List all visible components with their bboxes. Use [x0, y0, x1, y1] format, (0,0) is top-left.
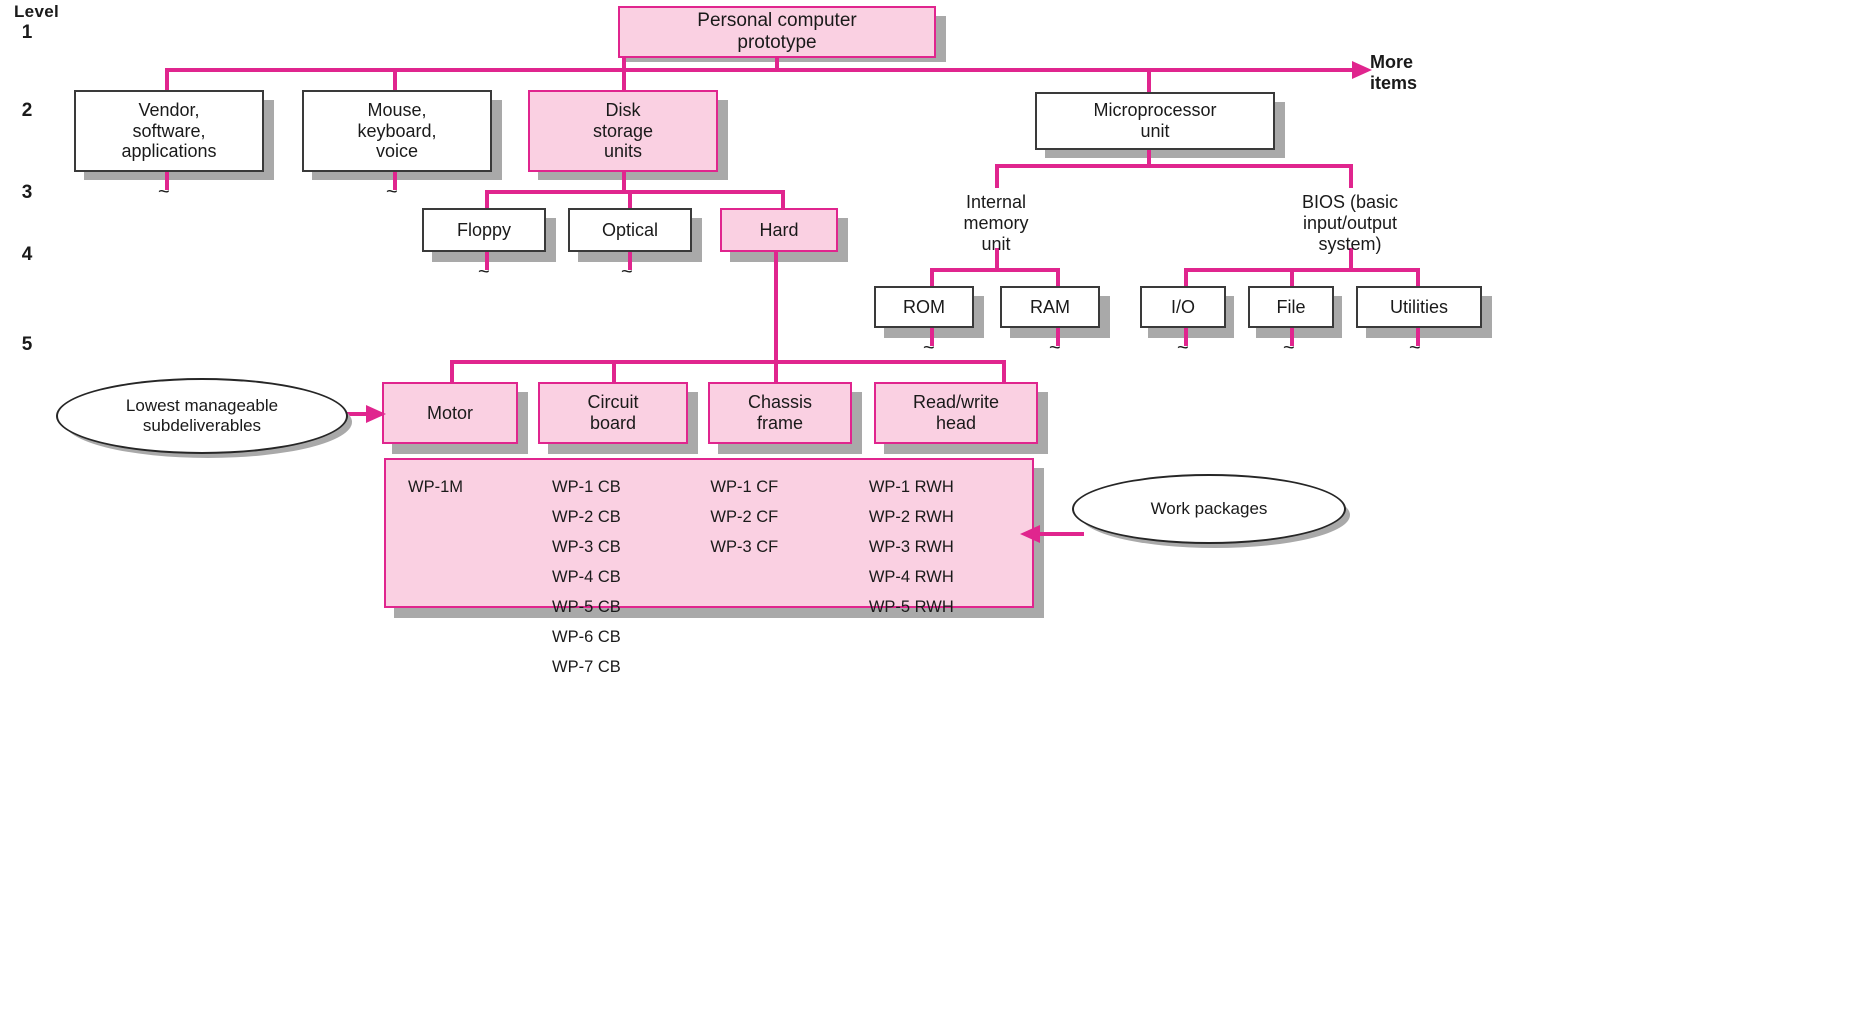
more-items-arrowhead [1352, 61, 1372, 79]
node-microprocessor-unit[interactable]: Microprocessor unit [1035, 92, 1275, 150]
wp-column-read-write-head: WP-1 RWH WP-2 RWH WP-3 RWH WP-4 RWH WP-5… [868, 478, 954, 617]
connector-io-continue [1184, 328, 1188, 346]
connector-drop-floppy [485, 190, 489, 210]
connector-ram-continue [1056, 328, 1060, 346]
connector-level5-bus [450, 360, 1006, 364]
connector-drop-motor [450, 360, 454, 384]
callout-lowest-manageable-subdeliverables[interactable]: Lowest manageable subdeliverables [56, 378, 348, 454]
level-number-1: 1 [21, 22, 33, 43]
connector-drop-microprocessor [1147, 68, 1151, 92]
node-read-write-head[interactable]: Read/write head [874, 382, 1038, 444]
continuation-tilde-floppy: ~ [478, 261, 490, 283]
connector-utilities-continue [1416, 328, 1420, 346]
connector-floppy-continue [485, 252, 489, 270]
node-floppy[interactable]: Floppy [422, 208, 546, 252]
connector-root-stem [775, 58, 779, 70]
continuation-tilde-ram: ~ [1049, 337, 1061, 359]
connector-drop-circuit-board [612, 360, 616, 384]
continuation-tilde-file: ~ [1283, 337, 1295, 359]
connector-micro-bus [995, 164, 1353, 168]
node-mouse-keyboard-voice[interactable]: Mouse, keyboard, voice [302, 90, 492, 172]
node-chassis-frame[interactable]: Chassis frame [708, 382, 852, 444]
connector-drop-chassis-frame [774, 360, 778, 384]
connector-internal-memory-stem [995, 248, 999, 272]
node-vendor-software-applications[interactable]: Vendor, software, applications [74, 90, 264, 172]
callout-work-packages[interactable]: Work packages [1072, 474, 1346, 544]
connector-drop-internal-memory [995, 164, 999, 188]
connector-bios-bus [1184, 268, 1420, 272]
node-file[interactable]: File [1248, 286, 1334, 328]
continuation-tilde-rom: ~ [923, 337, 935, 359]
level-number-4: 4 [21, 244, 33, 265]
connector-drop-file [1290, 268, 1294, 288]
connector-drop-utilities [1416, 268, 1420, 288]
connector-work-packages-callout [1040, 532, 1084, 536]
node-personal-computer-prototype[interactable]: Personal computer prototype [618, 6, 936, 58]
connector-hard-to-level5 [774, 252, 778, 360]
wp-column-circuit-board: WP-1 CB WP-2 CB WP-3 CB WP-4 CB WP-5 CB … [552, 478, 621, 677]
connector-drop-read-write-head [1002, 360, 1006, 384]
lowest-callout-arrowhead [366, 405, 386, 423]
connector-rom-continue [930, 328, 934, 346]
node-motor[interactable]: Motor [382, 382, 518, 444]
label-internal-memory-unit: Internal memory unit [963, 192, 1029, 254]
connector-drop-mouse [393, 68, 397, 92]
node-ram[interactable]: RAM [1000, 286, 1100, 328]
node-io[interactable]: I/O [1140, 286, 1226, 328]
connector-level2-spine [165, 68, 1355, 72]
connector-file-continue [1290, 328, 1294, 346]
continuation-tilde-vendor: ~ [158, 181, 170, 203]
level-number-2: 2 [21, 100, 33, 121]
connector-lowest-callout [338, 412, 368, 416]
connector-disk-stem [622, 172, 626, 194]
connector-memory-bus [930, 268, 1060, 272]
connector-drop-disk [622, 58, 626, 92]
label-bios: BIOS (basic input/output system) [1301, 192, 1399, 254]
connector-drop-bios [1349, 164, 1353, 188]
connector-micro-stem [1147, 150, 1151, 168]
work-package-panel[interactable]: WP-1M WP-1 CB WP-2 CB WP-3 CB WP-4 CB WP… [384, 458, 1034, 677]
node-disk-storage-units[interactable]: Disk storage units [528, 90, 718, 172]
node-optical[interactable]: Optical [568, 208, 692, 252]
connector-vendor-continue [165, 172, 169, 190]
level-number-5: 5 [21, 334, 33, 355]
continuation-tilde-optical: ~ [621, 261, 633, 283]
node-circuit-board[interactable]: Circuit board [538, 382, 688, 444]
wp-column-chassis-frame: WP-1 CF WP-2 CF WP-3 CF [710, 478, 779, 557]
connector-drop-hard [781, 190, 785, 210]
wp-column-motor: WP-1M [408, 478, 463, 496]
connector-drop-io [1184, 268, 1188, 288]
connector-bios-stem [1349, 248, 1353, 272]
connector-disk-bus [485, 190, 785, 194]
level-axis-title: Level [14, 2, 59, 21]
level-number-3: 3 [21, 182, 33, 203]
connector-drop-optical [628, 190, 632, 210]
connector-drop-ram [1056, 268, 1060, 288]
connector-drop-rom [930, 268, 934, 288]
continuation-tilde-mouse: ~ [386, 181, 398, 203]
connector-drop-vendor [165, 68, 169, 92]
connector-mouse-continue [393, 172, 397, 190]
connector-optical-continue [628, 252, 632, 270]
continuation-tilde-utilities: ~ [1409, 337, 1421, 359]
label-more-items: More items [1370, 52, 1418, 93]
node-hard[interactable]: Hard [720, 208, 838, 252]
node-rom[interactable]: ROM [874, 286, 974, 328]
work-packages-callout-arrowhead [1020, 525, 1040, 543]
continuation-tilde-io: ~ [1177, 337, 1189, 359]
node-utilities[interactable]: Utilities [1356, 286, 1482, 328]
